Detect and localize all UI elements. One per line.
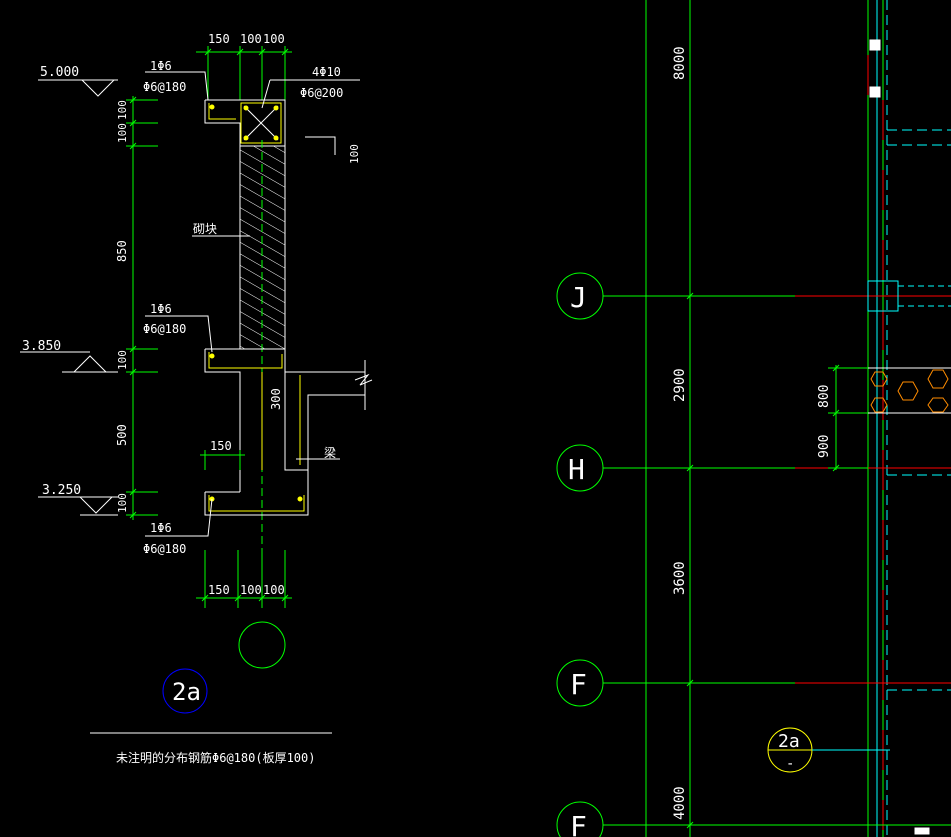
left-dim-100a: 100 [116, 100, 129, 120]
elevation-markers [20, 79, 118, 516]
hook-dim-label: 100 [348, 144, 361, 164]
bottom-dim-100a: 100 [240, 583, 262, 597]
bottom-dimension-chain [196, 550, 292, 608]
axis-bubble-j [556, 272, 604, 320]
hex-infill [868, 367, 951, 414]
column-stirrup-label: Φ6@200 [300, 86, 343, 100]
section-detail [20, 46, 373, 734]
floor-plan [556, 0, 951, 837]
dim-150-label: 150 [210, 439, 232, 453]
column-rebar-cage [240, 102, 282, 144]
top-dim-150: 150 [208, 32, 230, 46]
left-dim-850: 850 [115, 240, 129, 262]
elevation-bot: 3.250 [42, 483, 81, 498]
axis-label-j: J [570, 281, 587, 314]
top-dim-100b: 100 [263, 32, 285, 46]
middle-slab [204, 348, 373, 492]
masonry-label: 砌块 [193, 222, 217, 236]
detail-ref-sub: - [786, 756, 794, 772]
bottom-dim-150: 150 [208, 583, 230, 597]
dim-3600: 3600 [672, 561, 688, 595]
distribution-note: 未注明的分布钢筋Φ6@180(板厚100) [116, 750, 315, 765]
axis-bubble-f [556, 659, 604, 707]
section-texts: 150 100 100 150 100 100 5.000 3.850 3.25… [22, 32, 361, 765]
top-dim-100a: 100 [240, 32, 262, 46]
axis-bubble-h [556, 444, 604, 492]
detail-ref-label: 2a [778, 731, 800, 752]
rebar-label-2b: Φ6@180 [143, 322, 186, 336]
rebar-label-1: 1Φ6 [150, 59, 172, 73]
dim-8000: 8000 [672, 46, 688, 80]
axis-label-f2: F [570, 810, 587, 837]
plan-texts: J H F F 8000 2900 3600 4000 800 900 2a - [568, 46, 832, 837]
left-dim-100c: 100 [116, 350, 129, 370]
axis-label-f: F [570, 668, 587, 701]
rebar-label-3: 1Φ6 [150, 521, 172, 535]
dim-4000: 4000 [672, 786, 688, 820]
detail-tag-label: 2a [172, 678, 201, 706]
elevation-mid: 3.850 [22, 339, 61, 354]
left-dimension-chain [126, 96, 158, 520]
dim-2900: 2900 [672, 368, 688, 402]
side-dim-900: 900 [817, 435, 832, 458]
axis-label-h: H [568, 453, 585, 486]
axis-bubble-blank [238, 621, 286, 669]
rebar-label-3b: Φ6@180 [143, 542, 186, 556]
column-rebar-label: 4Φ10 [312, 65, 341, 79]
side-dim-800: 800 [817, 385, 832, 408]
left-dim-500: 500 [115, 424, 129, 446]
left-dim-100b: 100 [116, 123, 129, 143]
bottom-slab [204, 470, 309, 516]
axis-bubble-f2 [556, 801, 604, 837]
elevation-top: 5.000 [40, 65, 79, 80]
top-dimension-chain [196, 46, 292, 100]
left-dim-100d: 100 [116, 493, 129, 513]
rebar-label-2: 1Φ6 [150, 302, 172, 316]
dim-300-label: 300 [269, 388, 283, 410]
bottom-dim-100b: 100 [263, 583, 285, 597]
beam-label: 梁 [324, 445, 336, 460]
rebar-label-1b: Φ6@180 [143, 80, 186, 94]
detail-tag-circle [162, 668, 208, 714]
